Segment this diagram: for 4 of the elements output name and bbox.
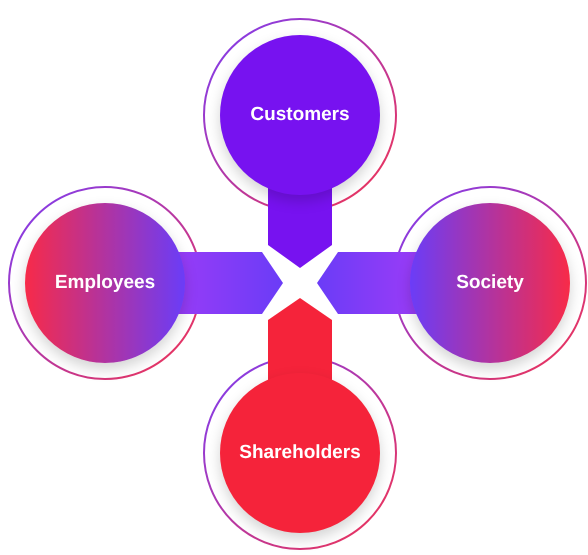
node-label: Society <box>456 272 524 294</box>
node-label: Employees <box>54 272 156 294</box>
node-label: Shareholders <box>239 442 361 464</box>
node-label: Customers <box>250 104 350 126</box>
